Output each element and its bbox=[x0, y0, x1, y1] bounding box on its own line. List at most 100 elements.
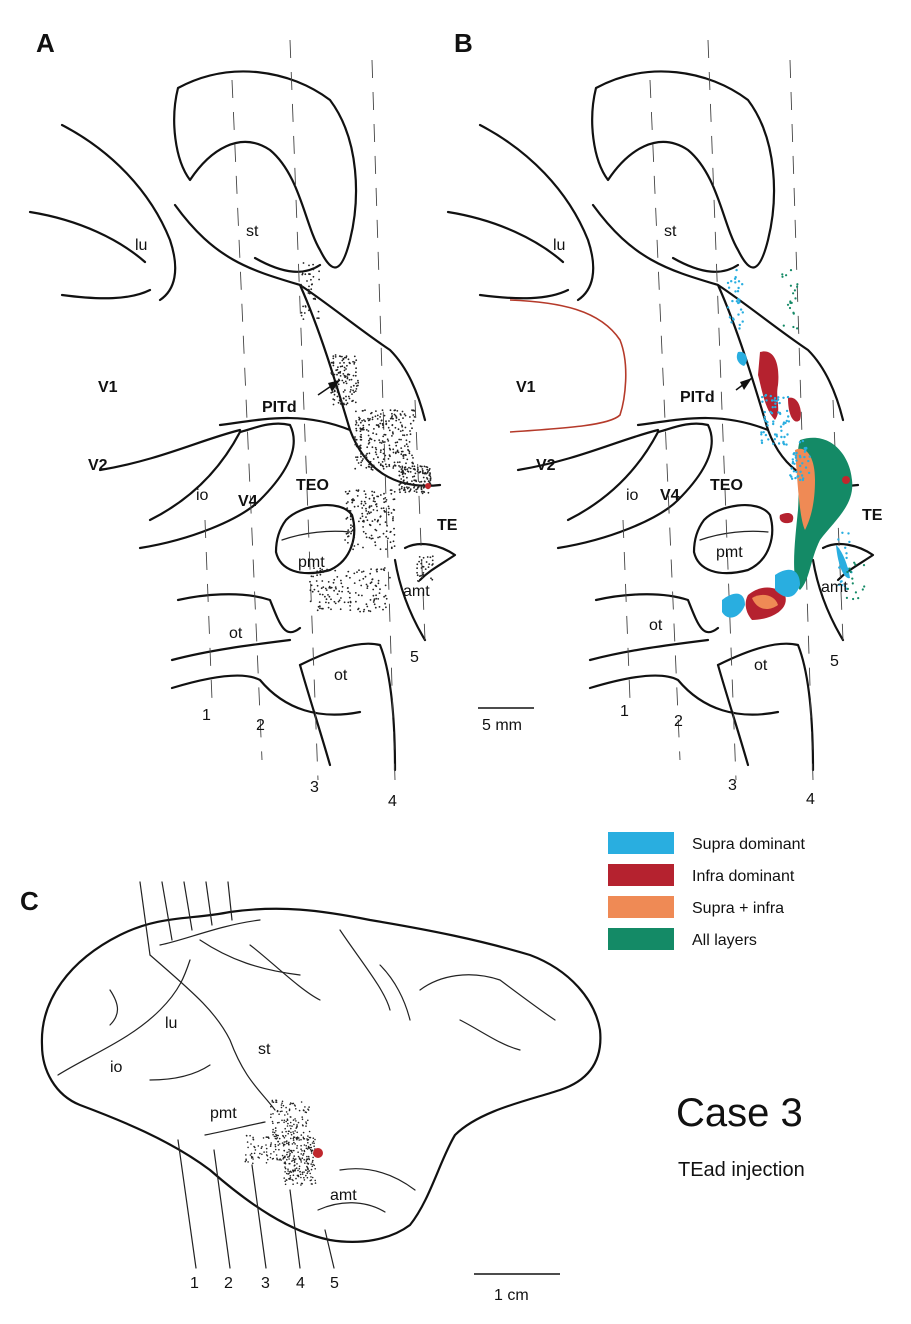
labeled-cell-dot bbox=[401, 425, 404, 428]
labeled-cell-dot bbox=[306, 1165, 308, 1168]
labeled-cell-dot bbox=[365, 507, 367, 510]
labeled-cell-dot bbox=[308, 264, 310, 267]
labeled-cell-dot bbox=[376, 570, 378, 573]
labeled-cell-dot bbox=[427, 491, 430, 494]
labeled-cell-dot bbox=[790, 467, 793, 470]
labeled-cell-dot bbox=[401, 485, 403, 488]
labeled-cell-dot bbox=[347, 358, 350, 361]
labeled-cell-dot bbox=[314, 297, 316, 300]
panel-b-label-st: st bbox=[664, 223, 677, 240]
labeled-cell-dot bbox=[789, 284, 793, 287]
labeled-cell-dot bbox=[298, 1165, 301, 1168]
labeled-cell-dot bbox=[352, 548, 354, 551]
labeled-cell-dot bbox=[388, 465, 391, 467]
labeled-cell-dot bbox=[356, 571, 358, 573]
labeled-cell-dot bbox=[314, 1138, 316, 1141]
labeled-cell-dot bbox=[288, 1154, 291, 1156]
labeled-cell-dot bbox=[366, 452, 368, 455]
labeled-cell-dot bbox=[375, 569, 378, 571]
labeled-cell-dot bbox=[741, 283, 744, 286]
labeled-cell-dot bbox=[416, 567, 418, 570]
labeled-cell-dot bbox=[346, 516, 349, 519]
labeled-cell-dot bbox=[792, 470, 796, 473]
labeled-cell-dot bbox=[733, 277, 737, 280]
labeled-cell-dot bbox=[349, 576, 351, 579]
labeled-cell-dot bbox=[408, 466, 410, 469]
labeled-cell-dot bbox=[370, 464, 373, 467]
labeled-cell-dot bbox=[851, 577, 854, 580]
labeled-cell-dot bbox=[303, 312, 306, 314]
labeled-cell-dot bbox=[284, 1161, 286, 1163]
labeled-cell-dot bbox=[861, 588, 864, 591]
panel-a-dashed-lines bbox=[204, 39, 426, 781]
labeled-cell-dot bbox=[293, 1136, 295, 1138]
labeled-cell-dot bbox=[380, 449, 382, 452]
labeled-cell-dot bbox=[296, 1145, 299, 1147]
labeled-cell-dot bbox=[413, 485, 416, 487]
labeled-cell-dot bbox=[293, 1149, 295, 1152]
labeled-cell-dot bbox=[345, 518, 348, 520]
labeled-cell-dot bbox=[303, 1158, 306, 1161]
labeled-cell-dot bbox=[426, 477, 428, 479]
labeled-cell-dot bbox=[308, 1170, 311, 1172]
labeled-cell-dot bbox=[337, 401, 340, 404]
labeled-cell-dot bbox=[368, 441, 371, 444]
labeled-cell-dot bbox=[400, 453, 403, 456]
labeled-cell-dot bbox=[293, 1132, 295, 1135]
labeled-cell-dot bbox=[333, 589, 335, 592]
labeled-cell-dot bbox=[384, 594, 387, 597]
labeled-cell-dot bbox=[363, 500, 366, 503]
labeled-cell-dot bbox=[372, 601, 375, 603]
labeled-cell-dot bbox=[862, 564, 866, 567]
labeled-cell-dot bbox=[781, 273, 784, 276]
labeled-cell-dot bbox=[316, 574, 318, 577]
labeled-cell-dot bbox=[413, 490, 416, 492]
labeled-cell-dot bbox=[347, 395, 350, 398]
labeled-cell-dot bbox=[275, 1099, 277, 1101]
labeled-cell-dot bbox=[292, 1159, 294, 1161]
labeled-cell-dot bbox=[838, 556, 842, 559]
labeled-cell-dot bbox=[368, 497, 371, 500]
labeled-cell-dot bbox=[287, 1122, 289, 1125]
labeled-cell-dot bbox=[377, 598, 380, 600]
labeled-cell-dot bbox=[345, 403, 348, 406]
labeled-cell-dot bbox=[348, 379, 351, 381]
panel-b-number: 5 bbox=[830, 653, 839, 670]
labeled-cell-dot bbox=[347, 590, 350, 593]
labeled-cell-dot bbox=[307, 1171, 309, 1173]
labeled-cell-dot bbox=[375, 594, 377, 597]
labeled-cell-dot bbox=[415, 491, 418, 493]
labeled-cell-dot bbox=[290, 1137, 292, 1140]
labeled-cell-dot bbox=[379, 523, 381, 526]
labeled-cell-dot bbox=[738, 298, 741, 301]
labeled-cell-dot bbox=[405, 462, 407, 465]
labeled-cell-dot bbox=[283, 1121, 285, 1124]
labeled-cell-dot bbox=[265, 1147, 268, 1150]
labeled-cell-dot bbox=[792, 292, 795, 295]
labeled-cell-dot bbox=[803, 455, 806, 459]
labeled-cell-dot bbox=[299, 1171, 301, 1173]
labeled-cell-dot bbox=[429, 479, 432, 482]
labeled-cell-dot bbox=[269, 1156, 272, 1159]
labeled-cell-dot bbox=[292, 1119, 295, 1121]
labeled-cell-dot bbox=[313, 1142, 315, 1145]
labeled-cell-dot bbox=[423, 485, 426, 488]
legend-label-all-layers: All layers bbox=[692, 932, 757, 949]
labeled-cell-dot bbox=[376, 509, 379, 512]
labeled-cell-dot bbox=[300, 1144, 302, 1147]
labeled-cell-dot bbox=[331, 373, 333, 376]
labeled-cell-dot bbox=[338, 599, 341, 602]
labeled-cell-dot bbox=[730, 280, 733, 283]
labeled-cell-dot bbox=[839, 580, 843, 583]
labeled-cell-dot bbox=[359, 421, 362, 424]
labeled-cell-dot bbox=[304, 1106, 306, 1108]
labeled-cell-dot bbox=[368, 452, 371, 455]
labeled-cell-dot bbox=[367, 443, 370, 445]
panel-a-pitd-arrowhead bbox=[328, 380, 340, 392]
labeled-cell-dot bbox=[293, 1161, 296, 1164]
labeled-cell-dot bbox=[307, 1167, 309, 1170]
labeled-cell-dot bbox=[375, 597, 378, 600]
labeled-cell-dot bbox=[393, 545, 396, 547]
labeled-cell-dot bbox=[304, 1162, 306, 1164]
